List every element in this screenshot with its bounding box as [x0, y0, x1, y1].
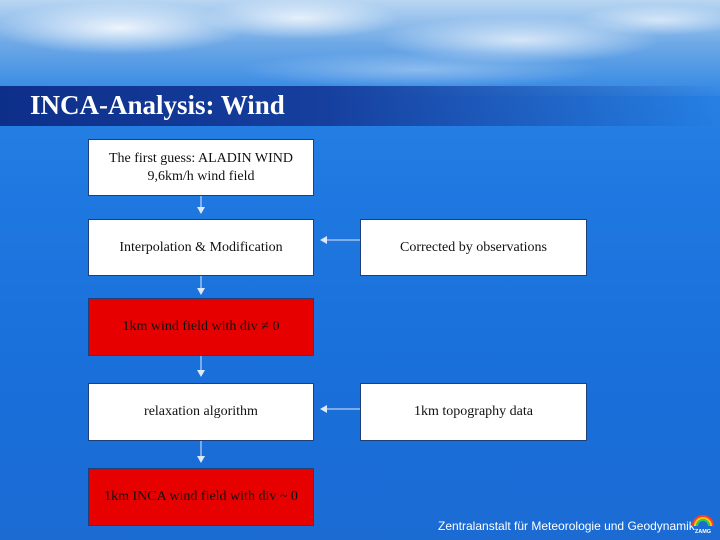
corrected-box: Corrected by observations — [360, 219, 587, 276]
zamg-logo-text: ZAMG — [695, 529, 711, 535]
wind-field-div-label: 1km wind field with div ≠ 0 — [122, 319, 280, 334]
interpolation-box: Interpolation & Modification — [88, 219, 314, 276]
first-guess-line-1: The first guess: ALADIN WIND — [108, 150, 294, 166]
interpolation-label: Interpolation & Modification — [119, 239, 283, 255]
relaxation-box: relaxation algorithm — [88, 383, 314, 441]
first-guess-box: The first guess: ALADIN WIND 9,6km/h win… — [88, 139, 314, 196]
slide-title: INCA-Analysis: Wind — [30, 90, 285, 120]
final-field-box: 1km INCA wind field with div ~ 0 — [88, 468, 314, 526]
wind-field-div-box: 1km wind field with div ≠ 0 — [88, 298, 314, 356]
corrected-label: Corrected by observations — [400, 239, 547, 255]
topography-box: 1km topography data — [360, 383, 587, 441]
topography-label: 1km topography data — [414, 404, 533, 419]
zamg-logo-icon: ZAMG — [691, 514, 715, 535]
final-field-label: 1km INCA wind field with div ~ 0 — [104, 489, 298, 504]
relaxation-label: relaxation algorithm — [144, 404, 258, 419]
institute-footer: Zentralanstalt für Meteorologie und Geod… — [438, 519, 695, 533]
title-band — [0, 86, 720, 126]
first-guess-line-2: 9,6km/h wind field — [147, 168, 255, 184]
